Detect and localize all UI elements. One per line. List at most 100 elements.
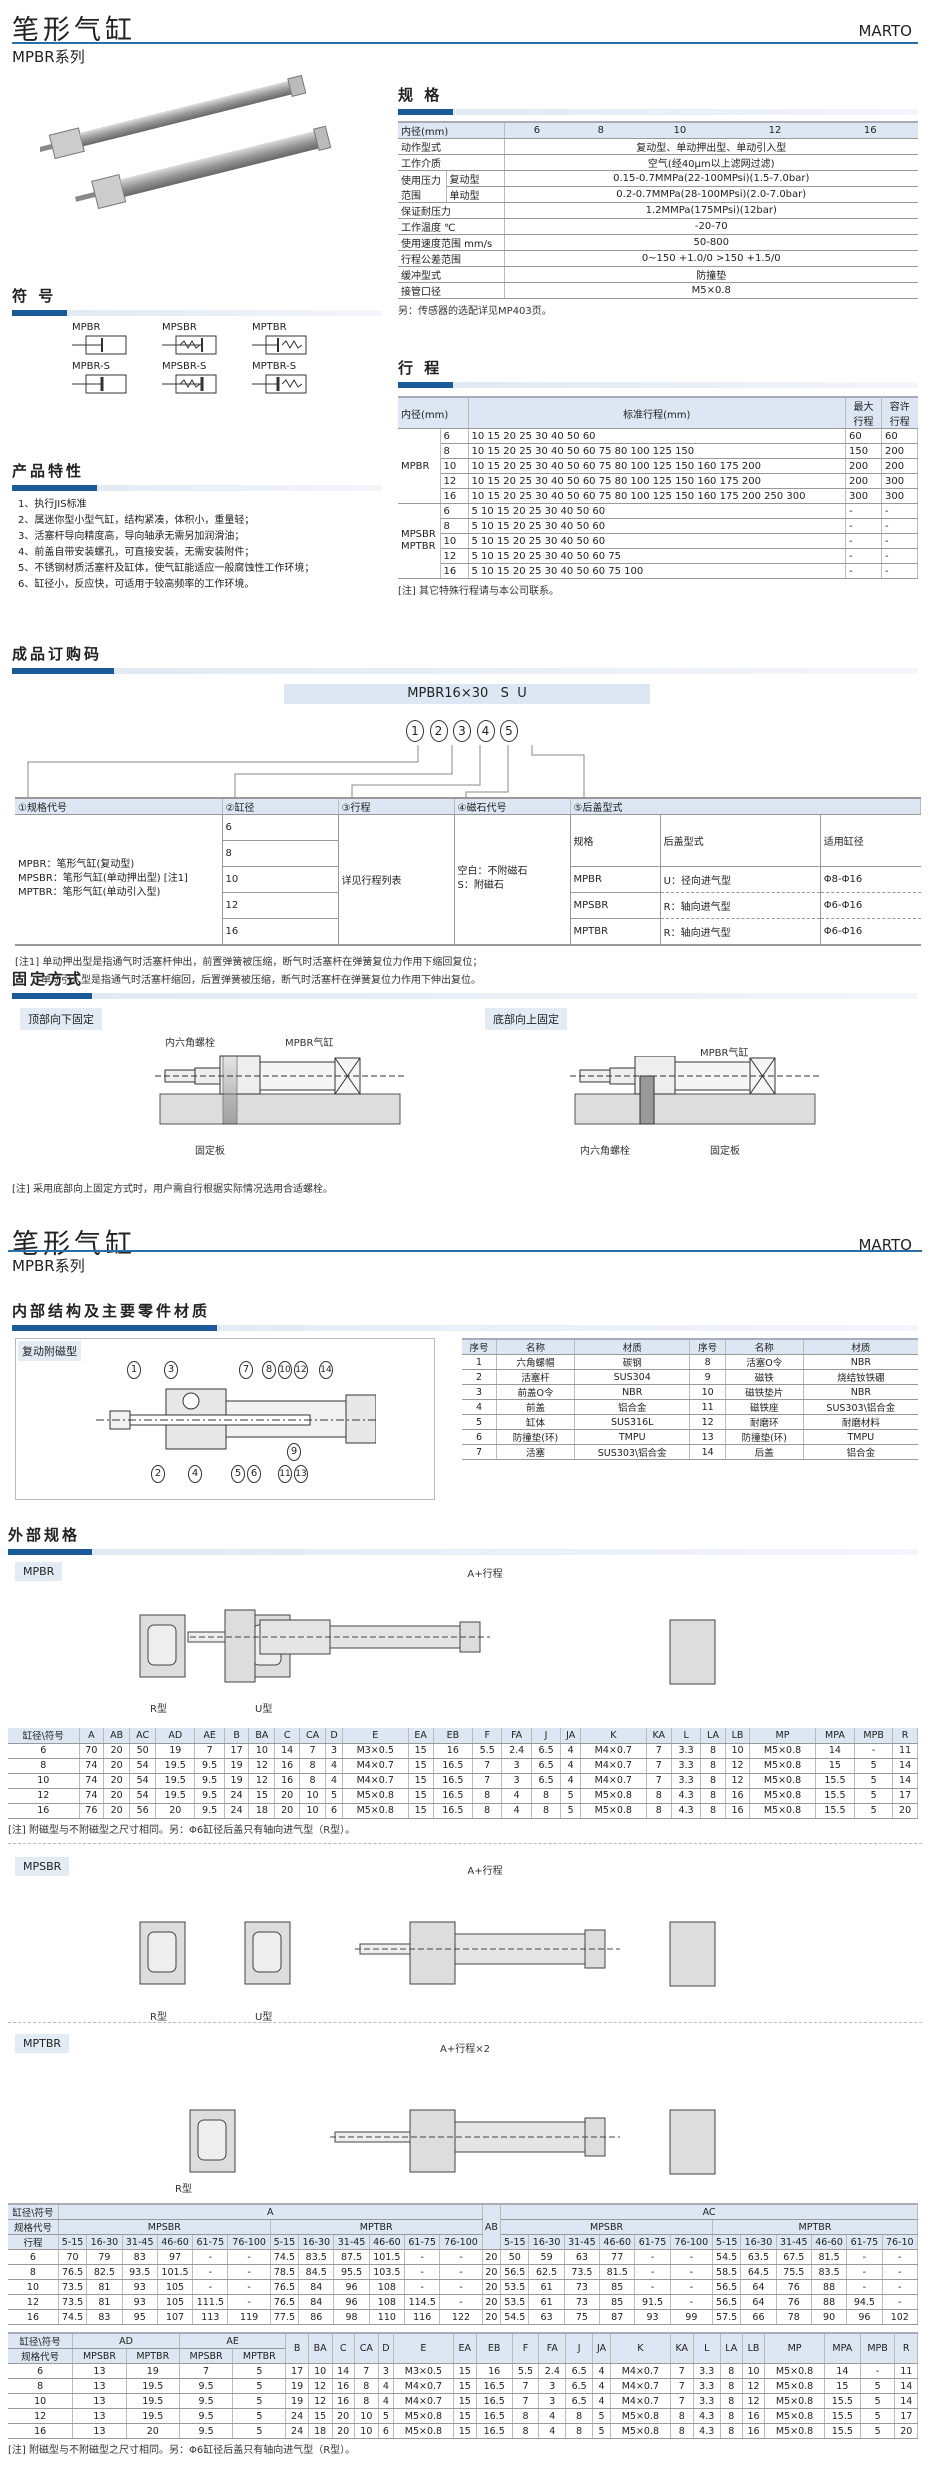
cylinder-spring-symbol-icon [252, 335, 307, 355]
stroke-allow: - [881, 548, 918, 564]
cell: 4 [592, 2378, 612, 2394]
sub-group: MPSBR [72, 2348, 127, 2364]
mounting-note: [注] 采用底部向上固定方式时，用户需自行根据实际情况选用合适螺栓。 [12, 1184, 333, 1195]
cell: 16 [742, 2423, 766, 2439]
cell: 8 [670, 2423, 694, 2439]
cell: 8 [720, 2408, 743, 2424]
symbol-mptbr-s: MPTBR-S [252, 361, 342, 398]
cell: - [670, 2249, 713, 2265]
col-header: CA [354, 2333, 379, 2364]
stroke-bore: 16 [440, 488, 469, 504]
cell: 79 [86, 2249, 123, 2265]
cell: 16 [332, 2393, 355, 2409]
rear-spec: MPSBR [570, 892, 661, 919]
cell: 7 [512, 2393, 540, 2409]
cell: 20 [482, 2264, 502, 2280]
cell: 12 [308, 2393, 333, 2409]
mpsbr-drawing [110, 1860, 820, 2020]
mptbr-dimension-drawing [189, 2109, 716, 2175]
cell: 12 [8, 2408, 74, 2424]
rear-range: Φ6-Φ16 [820, 892, 921, 919]
cell: 11 [894, 2363, 918, 2379]
cell: 61 [528, 2279, 565, 2295]
cell: 3.3 [671, 1773, 702, 1789]
cell: - [634, 2264, 671, 2280]
cell: 19 [285, 2378, 309, 2394]
cell: 8 [531, 1803, 562, 1819]
stroke-allow: 300 [881, 473, 918, 489]
bore-12: 12 [727, 121, 823, 139]
cell: 56 [129, 1803, 157, 1819]
cell: 6.5 [531, 1758, 562, 1774]
label-hex-bolt: 内六角螺栓 [580, 1146, 630, 1157]
cell: 5 [860, 2393, 896, 2409]
cell: 4 [560, 1743, 582, 1759]
cell: 93.5 [122, 2264, 158, 2280]
mounting-section: 固定方式 [12, 968, 918, 999]
cell: 15 [408, 1803, 434, 1819]
cell: 24 [285, 2408, 309, 2424]
col-header: EB [476, 2333, 513, 2364]
stroke-range: 31-45 [122, 2234, 158, 2250]
cell: 20 [482, 2294, 502, 2310]
order-col-spec: ①规格代号 [15, 798, 223, 815]
cell: 10 [8, 2393, 74, 2409]
cell: 8 [700, 1743, 726, 1759]
cell: 16.5 [433, 1788, 473, 1804]
cell: M5×0.8 [764, 2393, 825, 2409]
marker-3: 3 [453, 720, 471, 742]
spec-value: M5×0.8 [504, 282, 918, 299]
cell: 10 [354, 2423, 379, 2439]
cell: 10 [8, 2279, 59, 2295]
part-marker: 1 [127, 1361, 141, 1379]
section-title-symbol: 符 号 [12, 287, 57, 305]
cell: 7 [179, 2363, 234, 2379]
cell: 12 [689, 1414, 726, 1430]
cell: 54 [129, 1758, 157, 1774]
symbol-mpsbr: MPSBR [162, 322, 252, 359]
cell: 10 [299, 1803, 327, 1819]
stroke-allow: - [881, 518, 918, 534]
stroke-range: 46-60 [811, 2234, 848, 2250]
cell: 63 [528, 2309, 565, 2325]
bore-16: 16 [822, 121, 918, 139]
col-header: BA [248, 1728, 276, 1744]
cell: 78.5 [270, 2264, 300, 2280]
section-title-external: 外部规格 [8, 1526, 81, 1544]
symbol-mpbr: MPBR [72, 322, 162, 359]
tag-mpsbr: MPSBR [15, 1857, 70, 1876]
cell: 5 [462, 1414, 498, 1430]
cell: 20 [332, 2423, 355, 2439]
symbol-label: MPSBR-S [162, 361, 207, 372]
marker-2: 2 [429, 720, 448, 742]
corner-label: 规格代号 [8, 2348, 74, 2364]
cell: M5×0.8 [610, 2408, 671, 2424]
col-header: CA [299, 1728, 327, 1744]
cylinder-spring-symbol-icon [162, 374, 217, 394]
cell: 50 [129, 1743, 157, 1759]
cell: 16.5 [433, 1758, 473, 1774]
cell: 53.5 [500, 2279, 530, 2295]
cell: 74.5 [270, 2249, 300, 2265]
cell: 20 [103, 1758, 131, 1774]
cell: 13 [689, 1429, 726, 1445]
stroke-range: 16-30 [298, 2234, 335, 2250]
cell: 4 [378, 2378, 395, 2394]
external-section: 外部规格 [8, 1524, 918, 1555]
cell: 14 [894, 2393, 918, 2409]
cell: 8 [472, 1803, 503, 1819]
cell: 9.5 [194, 1758, 225, 1774]
cell: 11 [689, 1399, 726, 1415]
cell: 12 [725, 1773, 751, 1789]
cell: 7 [462, 1444, 498, 1460]
cell: 56.5 [712, 2279, 742, 2295]
cell: 19 [155, 1743, 196, 1759]
rear-type: U：径向进气型 [660, 866, 821, 893]
corner-label: 缸径\符号 [8, 2204, 59, 2220]
symbol-label: MPBR [72, 322, 101, 333]
